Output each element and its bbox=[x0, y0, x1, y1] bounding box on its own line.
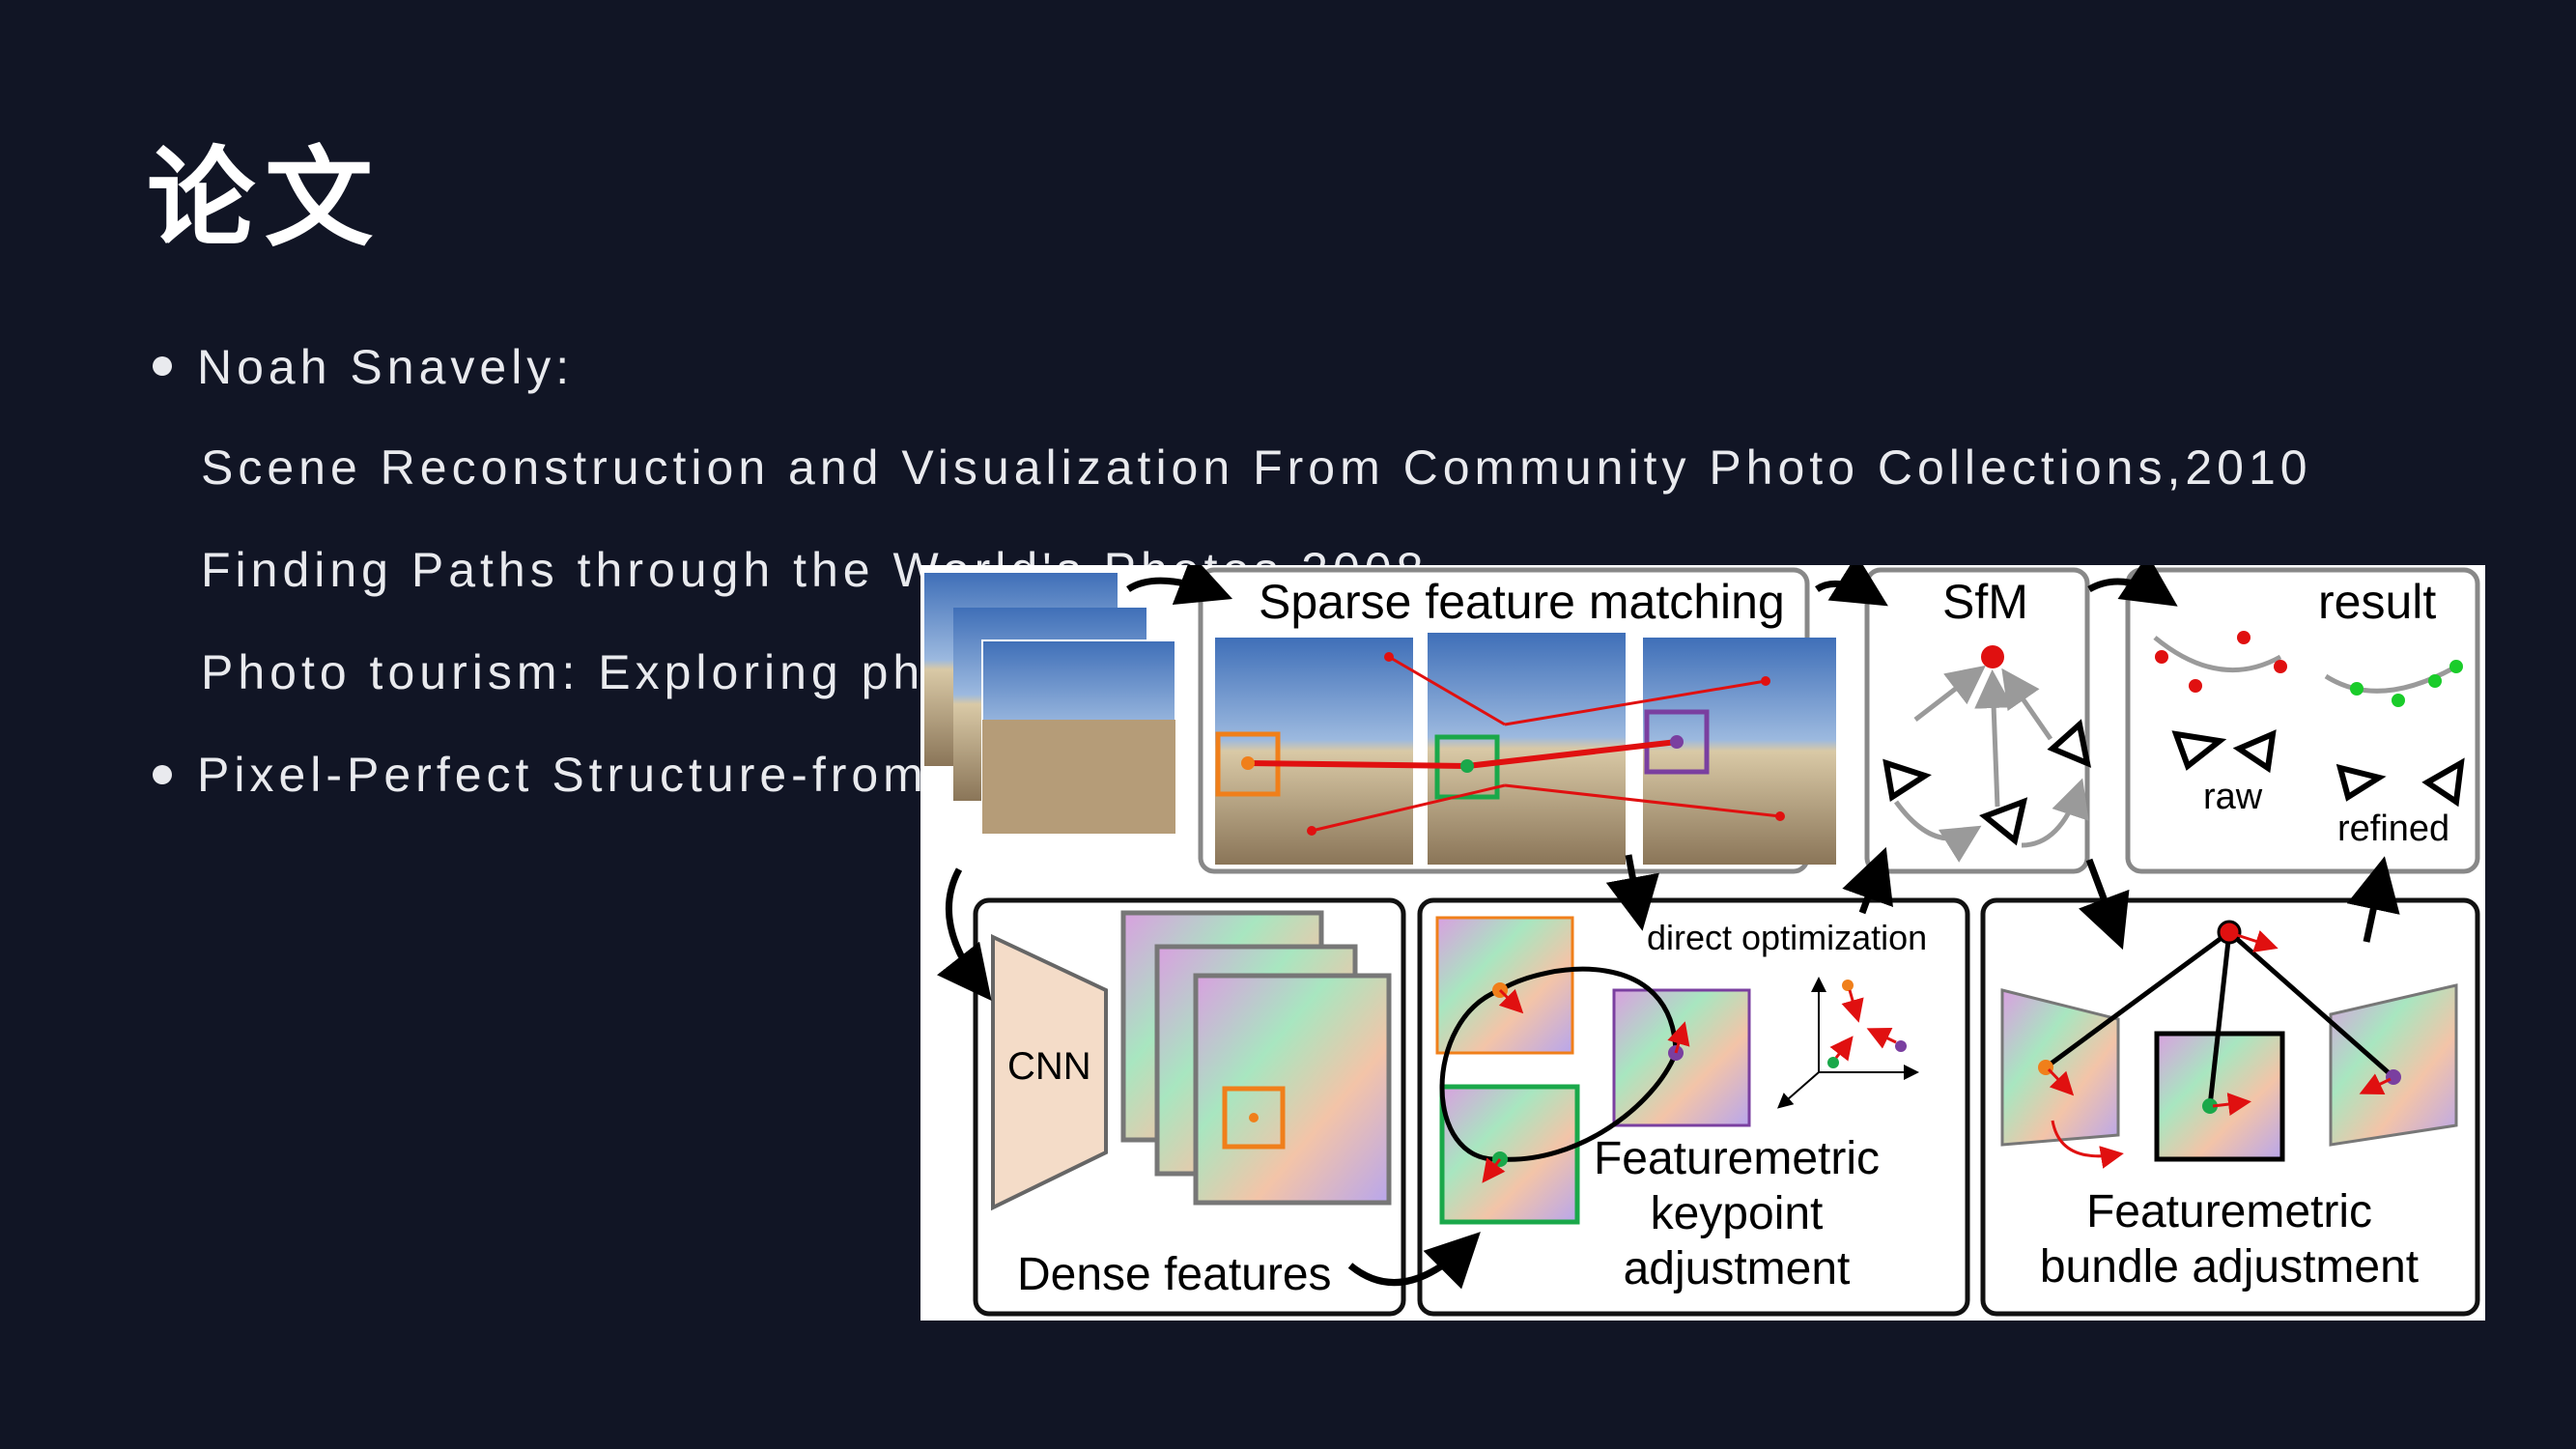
keypoint-adjustment-box bbox=[1417, 897, 1970, 1317]
bullet-text: Noah Snavely: bbox=[197, 340, 575, 394]
input-photos bbox=[924, 573, 1176, 835]
bullet-text: Pixel-Perfect Structure-from- bbox=[197, 748, 949, 802]
keypoint bbox=[1249, 1113, 1259, 1122]
dense-features-label: Dense features bbox=[1017, 1249, 1332, 1300]
camera-plane bbox=[2329, 983, 2458, 1147]
keypoint-box-purple bbox=[1644, 709, 1710, 775]
pipeline-figure: Sparse feature matching SfM result bbox=[920, 565, 2485, 1321]
cnn-label: CNN bbox=[1007, 1045, 1091, 1088]
flow-arrows bbox=[1482, 988, 1690, 1183]
camera-icon bbox=[1882, 719, 2092, 846]
link-curve bbox=[1499, 1052, 1679, 1162]
bundle-adjustment-label: Featuremetric bbox=[2086, 1186, 2372, 1237]
raw-label: raw bbox=[2203, 777, 2263, 817]
camera-icon bbox=[2171, 729, 2465, 808]
photo bbox=[1428, 633, 1626, 865]
point-3d bbox=[2217, 920, 2242, 945]
camera-plane bbox=[2000, 988, 2120, 1147]
flow-arrows bbox=[2047, 930, 2392, 1169]
axes-glyph bbox=[1776, 977, 1919, 1109]
pipeline-diagram: Sparse feature matching SfM result bbox=[924, 565, 2480, 1317]
refined-points bbox=[2350, 660, 2463, 707]
sfm-box bbox=[1864, 567, 2090, 874]
keypoint-adjustment-label: Featuremetric bbox=[1594, 1133, 1880, 1184]
photo bbox=[1643, 638, 1836, 865]
direct-optimization-label: direct optimization bbox=[1647, 918, 1927, 957]
sfm-label: SfM bbox=[1942, 575, 2028, 629]
optimization-points bbox=[1827, 980, 1907, 1068]
keypoint bbox=[2386, 1069, 2401, 1085]
link-curve bbox=[1498, 966, 1679, 1054]
raw-points bbox=[2155, 631, 2287, 693]
keypoint-box-orange bbox=[1222, 1086, 1286, 1150]
bullet-dot bbox=[153, 765, 172, 784]
point-3d bbox=[1981, 645, 2004, 668]
bundle-adjustment-box bbox=[1980, 897, 2480, 1317]
match-lines bbox=[1241, 652, 1785, 836]
bullet-dot bbox=[153, 356, 172, 376]
keypoint-adjustment-label: keypoint bbox=[1651, 1188, 1824, 1239]
link-curve bbox=[1439, 987, 1501, 1162]
sfm-rays bbox=[1893, 665, 2089, 863]
keypoint-adjustment-label: adjustment bbox=[1624, 1243, 1851, 1294]
bundle-rays bbox=[2044, 929, 2395, 1107]
result-label: result bbox=[2318, 575, 2436, 629]
sparse-matching-label: Sparse feature matching bbox=[1259, 575, 1785, 629]
slide-title: 论文 bbox=[147, 136, 382, 262]
pipeline-arrows bbox=[937, 565, 2400, 1290]
camera-plane bbox=[2154, 1031, 2285, 1162]
cnn-block bbox=[991, 933, 1108, 1211]
dense-features-box bbox=[973, 897, 1406, 1317]
paper-line: Scene Reconstruction and Visualization F… bbox=[201, 440, 2312, 495]
refined-label: refined bbox=[2337, 809, 2449, 849]
keypoint bbox=[2202, 1098, 2218, 1114]
result-box bbox=[2125, 567, 2480, 874]
raw-curve bbox=[2153, 636, 2282, 673]
paper-line: Photo tourism: Exploring pho bbox=[201, 645, 957, 699]
bundle-adjustment-label: bundle adjustment bbox=[2040, 1241, 2419, 1293]
